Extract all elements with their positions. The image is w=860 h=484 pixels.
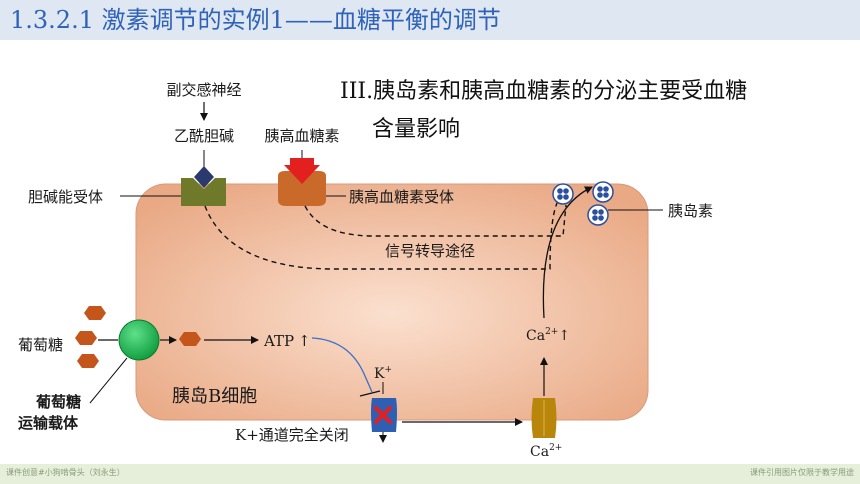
footer-bar [0, 464, 860, 484]
exocytosis-arrow [542, 186, 593, 319]
footer-credit: 课件创意#小狗啃骨头（刘永生） [6, 468, 125, 477]
glucagon-label: 胰高血糖素 [264, 127, 339, 145]
insulin-vesicle-1 [552, 183, 574, 205]
k-channel-closed-label: K+通道完全关闭 [235, 426, 349, 444]
signal-path-1 [204, 197, 561, 270]
ca-out-label: Ca2+ [530, 443, 562, 460]
glucose-hex-inside [179, 332, 201, 346]
heading-line-2: 含量影响 [372, 117, 461, 142]
glucagon-receptor-label: 胰高血糖素受体 [349, 188, 454, 206]
atp-inhibit-line [311, 337, 373, 393]
nerve-label: 副交感神经 [166, 81, 241, 99]
atp-label: ATP [263, 332, 294, 350]
transporter-label-2: 运输载体 [18, 414, 79, 432]
insulin-label: 胰岛素 [668, 202, 713, 220]
cell-label: 胰岛B细胞 [172, 386, 257, 407]
footer-notice: 课件引用图片仅限于教学用途 [750, 468, 854, 477]
glucagon-arrow [284, 158, 320, 184]
acetylcholine-molecule [194, 166, 214, 188]
glucose-hex-3 [77, 354, 99, 368]
glucose-hex-2 [75, 331, 97, 345]
insulin-vesicle-3 [587, 204, 609, 226]
signal-path-2 [304, 204, 567, 237]
choline-receptor [181, 178, 226, 206]
signal-pathway-label: 信号转导途径 [385, 242, 475, 260]
glucose-transporter [118, 319, 160, 361]
k-channel-block [374, 406, 392, 424]
atp-inhibit-bar [359, 390, 381, 397]
atp-up-arrow: ↑ [298, 332, 311, 350]
glucose-label: 葡萄糖 [18, 336, 63, 354]
choline-receptor-label: 胆碱能受体 [28, 188, 103, 206]
k-ion-label: K+ [374, 365, 392, 382]
acetylcholine-label: 乙酰胆碱 [174, 127, 234, 145]
ca-in-label: Ca2+↑ [526, 327, 570, 344]
transporter-label-1: 葡萄糖 [35, 393, 81, 411]
glucagon-receptor [278, 171, 326, 206]
slide-title: 1.3.2.1 激素调节的实例1——血糖平衡的调节 [10, 6, 501, 34]
glucose-hex-1 [84, 306, 106, 320]
heading-line-1: III.胰岛素和胰高血糖素的分泌主要受血糖 [340, 79, 748, 104]
heading-text: III.胰岛素和胰高血糖素的分泌主要受血糖 含量影响 [340, 73, 840, 149]
transporter-leader [89, 357, 128, 404]
insulin-vesicle-2 [592, 181, 614, 203]
beta-cell-body [135, 183, 649, 421]
title-bar [0, 0, 860, 40]
